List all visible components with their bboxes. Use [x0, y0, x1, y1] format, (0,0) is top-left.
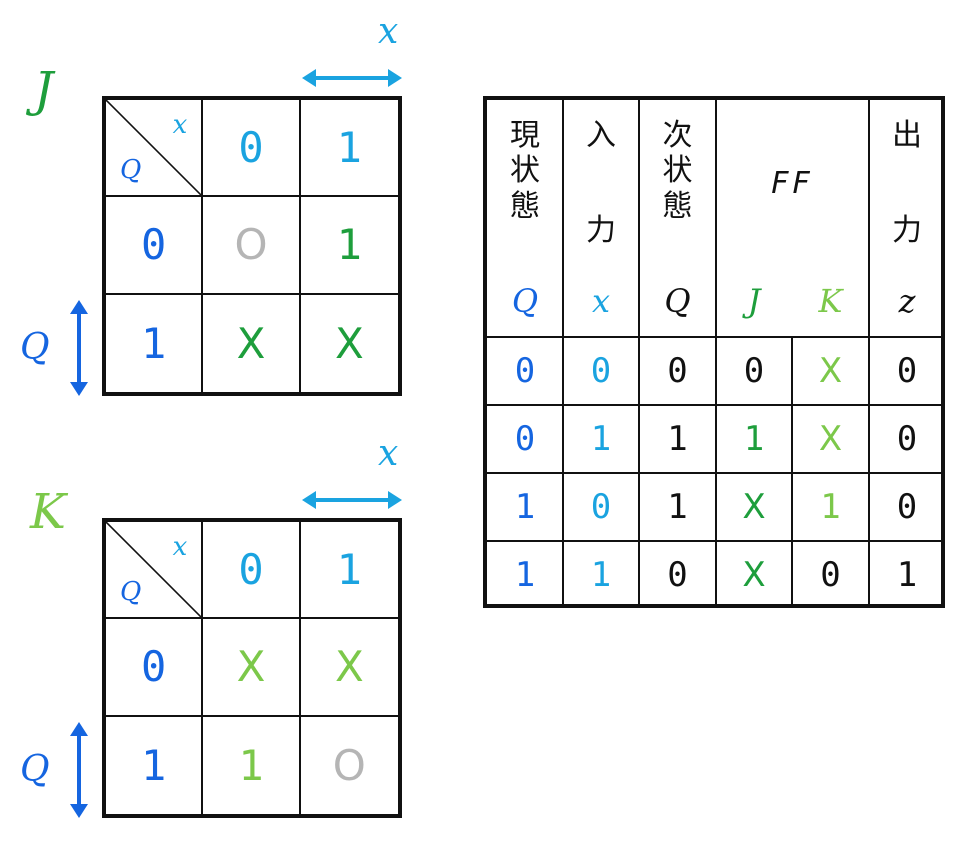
j-col-var-label: x [378, 11, 399, 52]
k-cell-q0-x1: X [300, 619, 398, 717]
header-bottom-rule [487, 336, 941, 338]
header-output: 出 力 [892, 118, 922, 249]
table-cell: 0 [667, 555, 688, 595]
table-cell: 0 [820, 555, 841, 595]
k-col-header-0: 0 [203, 522, 301, 620]
col-divider [562, 100, 564, 604]
k-cell-q1-x0: 1 [203, 716, 301, 814]
k-row-header-1: 1 [106, 716, 204, 814]
table-cell: 0 [514, 351, 536, 391]
j-map-corner-cell: x Q [106, 100, 204, 198]
j-cell-q0-x0: O [203, 197, 301, 295]
j-col-header-1: 1 [300, 100, 398, 198]
table-cell: 1 [743, 419, 765, 459]
j-col-header-0: 0 [203, 100, 301, 198]
j-cell-q1-x1: X [334, 318, 364, 368]
j-col-double-arrow-icon [302, 69, 402, 87]
k-map-corner-cell: x Q [106, 522, 204, 620]
k-row-double-arrow-icon [70, 722, 88, 818]
header-ff: FF [771, 166, 814, 201]
j-corner-col-var: x [172, 110, 188, 140]
j-row-var-label: Q [20, 327, 50, 368]
header-input: 入 力 [586, 118, 616, 249]
k-cell-q1-x1: O [332, 740, 366, 790]
table-cell: X [742, 487, 766, 527]
table-cell: 0 [743, 351, 765, 391]
table-cell: 0 [667, 351, 688, 391]
k-cell-q0-x0: X [203, 619, 301, 717]
k-karnaugh-map: x Q 0 1 0 X X 1 1 O [102, 518, 402, 818]
table-cell: X [742, 555, 766, 595]
table-cell: 1 [820, 487, 841, 527]
j-cell-q0-x1: 1 [300, 197, 398, 295]
var-k: K [818, 282, 843, 320]
k-col-var-label: x [378, 433, 399, 474]
row-divider [487, 540, 941, 542]
j-corner-row-var: Q [120, 155, 142, 186]
table-cell: 0 [590, 351, 612, 391]
row-divider [487, 472, 941, 474]
col-divider [715, 100, 717, 604]
col-divider [868, 100, 870, 604]
table-cell: X [818, 351, 843, 391]
table-cell: 1 [590, 555, 612, 595]
k-col-header-1: 1 [300, 522, 398, 620]
table-cell: 1 [667, 487, 688, 527]
table-cell: 0 [896, 351, 918, 391]
col-divider-jk [791, 337, 793, 604]
table-cell: 0 [514, 419, 536, 459]
var-output-z: z [898, 282, 916, 320]
table-cell: 1 [896, 555, 918, 595]
table-cell: X [818, 419, 843, 459]
j-row-header-0: 0 [106, 197, 204, 295]
k-map-title: K [30, 484, 66, 540]
state-transition-table: 現 状 態 入 力 次 状 態 FF 出 力 Q x Q J K z 0 0 0… [483, 96, 945, 608]
diagonal-divider [106, 522, 201, 617]
row-divider [487, 404, 941, 406]
col-divider [638, 100, 640, 604]
table-cell: 1 [590, 419, 612, 459]
table-cell: 0 [590, 487, 612, 527]
var-current-q: Q [511, 282, 539, 320]
diagonal-divider [106, 100, 201, 195]
header-next-state: 次 状 態 [662, 118, 693, 224]
j-map-title: J [34, 62, 54, 118]
k-corner-row-var: Q [120, 577, 142, 608]
var-next-q: Q [664, 282, 691, 320]
j-row-double-arrow-icon [70, 300, 88, 396]
k-row-header-0: 0 [106, 619, 204, 717]
table-cell: 1 [667, 419, 688, 459]
table-cell: 0 [896, 487, 918, 527]
j-karnaugh-map: x Q 0 1 0 O 1 1 X X [102, 96, 402, 396]
table-cell: 1 [514, 555, 536, 595]
k-corner-col-var: x [172, 532, 188, 562]
table-cell: 0 [896, 419, 918, 459]
var-j: J [747, 282, 761, 320]
k-col-double-arrow-icon [302, 491, 402, 509]
var-input-x: x [591, 282, 611, 320]
j-row-header-1: 1 [106, 294, 204, 392]
header-current-state: 現 状 態 [510, 118, 540, 224]
j-cell-q1-x0: X [203, 294, 301, 392]
table-cell: 1 [514, 487, 536, 527]
k-row-var-label: Q [20, 749, 50, 790]
